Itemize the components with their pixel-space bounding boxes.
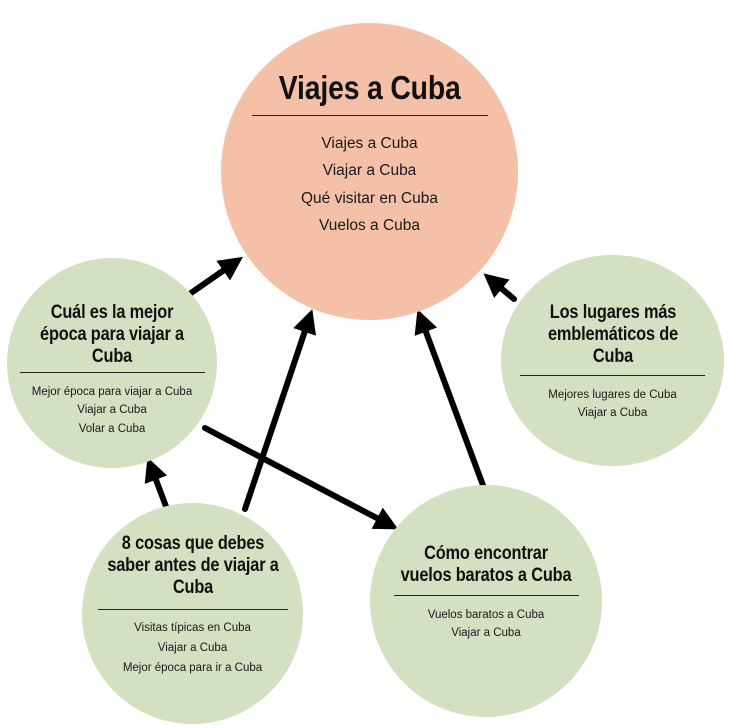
node-divider bbox=[97, 608, 288, 610]
node-keyword: Visitas típicas en Cuba bbox=[134, 621, 251, 634]
node-keyword: Viajar a Cuba bbox=[157, 641, 228, 654]
node-title: Cómo encontrar vuelos baratos a Cuba bbox=[400, 543, 572, 586]
node-divider bbox=[251, 114, 488, 116]
node-mejor-epoca: Cuál es la mejor época para viajar a Cub… bbox=[7, 258, 217, 468]
edge-epoca-to-main bbox=[188, 256, 243, 296]
edge-vuelos-to-main bbox=[414, 309, 487, 491]
node-lugares-emblematicos: Los lugares más emblemáticos de Cuba Mej… bbox=[501, 255, 724, 466]
edge-cosas-to-epoca bbox=[144, 457, 170, 512]
node-keyword: Volar a Cuba bbox=[78, 422, 146, 435]
node-keyword: Viajar a Cuba bbox=[451, 627, 521, 640]
edge-cosas-to-main bbox=[242, 309, 317, 512]
node-title: Viajes a Cuba bbox=[278, 69, 461, 106]
node-title: Cuál es la mejor época para viajar a Cub… bbox=[40, 302, 184, 367]
edge-lugares-to-main bbox=[483, 273, 517, 302]
node-vuelos-baratos: Cómo encontrar vuelos baratos a Cuba Vue… bbox=[370, 485, 602, 717]
node-title: 8 cosas que debes saber antes de viajar … bbox=[106, 533, 279, 598]
node-keyword: Viajar a Cuba bbox=[322, 162, 417, 180]
node-keyword: Vuelos a Cuba bbox=[318, 217, 421, 235]
node-keyword: Vuelos baratos a Cuba bbox=[427, 608, 545, 621]
node-divider bbox=[393, 594, 579, 596]
node-keyword: Qué visitar en Cuba bbox=[301, 189, 438, 207]
node-keyword: Viajar a Cuba bbox=[577, 407, 648, 420]
node-keyword: Viajar a Cuba bbox=[77, 404, 147, 417]
node-keyword: Mejor época para viajar a Cuba bbox=[31, 385, 193, 398]
node-divider bbox=[520, 374, 705, 376]
edges-layer bbox=[144, 256, 517, 530]
edge-epoca-to-vuelos bbox=[202, 425, 399, 530]
node-divider bbox=[19, 371, 205, 373]
node-viajes-a-cuba: Viajes a Cuba Viajes a Cuba Viajar a Cub… bbox=[221, 23, 518, 320]
node-keyword: Mejor época para ir a Cuba bbox=[122, 661, 263, 674]
node-title: Los lugares más emblemáticos de Cuba bbox=[547, 302, 678, 367]
node-keyword: Mejores lugares de Cuba bbox=[548, 388, 677, 401]
node-keyword: Viajes a Cuba bbox=[321, 134, 418, 152]
node-8-cosas: 8 cosas que debes saber antes de viajar … bbox=[82, 503, 303, 724]
